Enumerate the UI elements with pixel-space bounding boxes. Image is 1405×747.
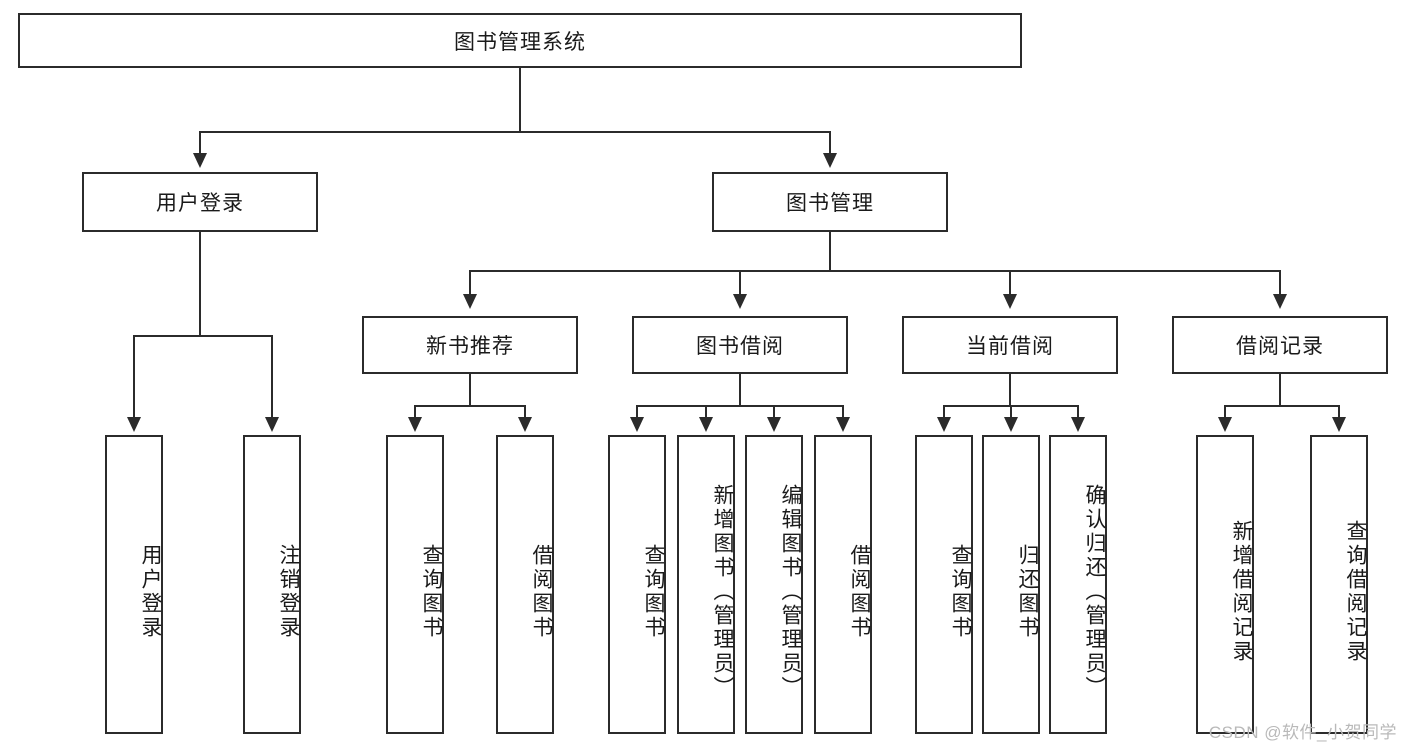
node-new-book-recommend-label: 新书推荐 (426, 335, 514, 358)
edge-book-borrow-to-leaf-3 (773, 405, 775, 419)
edge-book-borrow-to-leaf-2 (705, 405, 707, 419)
edge-current-borrow-stem (1009, 374, 1011, 405)
leaf-label: 确认归还（管理员） (1083, 483, 1106, 700)
arrow-book-borrow-to-leaf-4 (836, 417, 850, 432)
leaf-user-login-2[interactable]: 注销登录 (243, 435, 301, 734)
edge-book-manage-bus (469, 270, 1281, 272)
leaf-label: 归还图书 (1016, 543, 1039, 640)
edge-book-borrow-bus (636, 405, 844, 407)
edge-new-book-to-leaf-1 (414, 405, 416, 419)
arrow-new-book-to-leaf-1 (408, 417, 422, 432)
node-root[interactable]: 图书管理系统 (18, 13, 1022, 68)
node-new-book-recommend[interactable]: 新书推荐 (362, 316, 578, 374)
edge-book-manage-stem (829, 232, 831, 270)
leaf-label: 编辑图书（管理员） (779, 483, 802, 700)
node-book-manage-label: 图书管理 (786, 192, 874, 215)
watermark: CSDN @软件_小贺同学 (1208, 723, 1397, 742)
leaf-label: 借阅图书 (848, 543, 871, 640)
arrow-user-login-to-leaf-1 (127, 417, 141, 432)
arrow-user-login-to-leaf-2 (265, 417, 279, 432)
arrow-root-to-user-login (193, 153, 207, 168)
leaf-current-borrow-1[interactable]: 查询图书 (915, 435, 973, 734)
edge-user-login-bus (133, 335, 271, 337)
node-borrow-record[interactable]: 借阅记录 (1172, 316, 1388, 374)
edge-root-to-book-manage (829, 131, 831, 155)
node-user-login-label: 用户登录 (156, 192, 244, 215)
arrow-book-borrow-to-leaf-3 (767, 417, 781, 432)
edge-root-stem (519, 68, 521, 131)
arrow-current-borrow-to-leaf-1 (937, 417, 951, 432)
arrow-book-manage-to-record (1273, 294, 1287, 309)
leaf-book-borrow-3[interactable]: 编辑图书（管理员） (745, 435, 803, 734)
arrow-new-book-to-leaf-2 (518, 417, 532, 432)
leaf-current-borrow-2[interactable]: 归还图书 (982, 435, 1040, 734)
arrow-current-borrow-to-leaf-3 (1071, 417, 1085, 432)
edge-new-book-stem (469, 374, 471, 405)
edge-book-manage-to-borrow (739, 270, 741, 296)
node-current-borrow-label: 当前借阅 (966, 335, 1054, 358)
edge-book-manage-to-current (1009, 270, 1011, 296)
node-book-manage[interactable]: 图书管理 (712, 172, 948, 232)
leaf-borrow-record-1[interactable]: 新增借阅记录 (1196, 435, 1254, 734)
arrow-current-borrow-to-leaf-2 (1004, 417, 1018, 432)
edge-root-bus (199, 131, 831, 133)
edge-book-manage-to-record (1279, 270, 1281, 296)
edge-new-book-to-leaf-2 (524, 405, 526, 419)
edge-new-book-bus (414, 405, 526, 407)
leaf-label: 新增借阅记录 (1230, 519, 1253, 664)
leaf-label: 新增图书（管理员） (711, 483, 734, 700)
leaf-book-borrow-2[interactable]: 新增图书（管理员） (677, 435, 735, 734)
arrow-book-manage-to-current (1003, 294, 1017, 309)
leaf-book-borrow-1[interactable]: 查询图书 (608, 435, 666, 734)
edge-book-borrow-to-leaf-4 (842, 405, 844, 419)
edge-book-borrow-stem (739, 374, 741, 405)
node-book-borrow[interactable]: 图书借阅 (632, 316, 848, 374)
leaf-user-login-1[interactable]: 用户登录 (105, 435, 163, 734)
leaf-label: 查询图书 (420, 543, 443, 640)
leaf-borrow-record-2[interactable]: 查询借阅记录 (1310, 435, 1368, 734)
leaf-book-borrow-4[interactable]: 借阅图书 (814, 435, 872, 734)
leaf-new-book-recommend-2[interactable]: 借阅图书 (496, 435, 554, 734)
node-root-label: 图书管理系统 (454, 30, 586, 54)
node-user-login[interactable]: 用户登录 (82, 172, 318, 232)
arrow-book-borrow-to-leaf-2 (699, 417, 713, 432)
edge-user-login-to-leaf-2 (271, 335, 273, 419)
leaf-label: 借阅图书 (530, 543, 553, 640)
leaf-label: 查询借阅记录 (1344, 519, 1367, 664)
edge-user-login-to-leaf-1 (133, 335, 135, 419)
edge-borrow-record-stem (1279, 374, 1281, 405)
node-current-borrow[interactable]: 当前借阅 (902, 316, 1118, 374)
leaf-current-borrow-3[interactable]: 确认归还（管理员） (1049, 435, 1107, 734)
leaf-label: 用户登录 (139, 543, 162, 640)
leaf-label: 查询图书 (642, 543, 665, 640)
edge-current-borrow-to-leaf-1 (943, 405, 945, 419)
edge-borrow-record-to-leaf-1 (1224, 405, 1226, 419)
edge-book-manage-to-new-book (469, 270, 471, 296)
arrow-book-manage-to-new-book (463, 294, 477, 309)
edge-borrow-record-to-leaf-2 (1338, 405, 1340, 419)
arrow-book-borrow-to-leaf-1 (630, 417, 644, 432)
arrow-book-manage-to-borrow (733, 294, 747, 309)
edge-current-borrow-to-leaf-3 (1077, 405, 1079, 419)
node-book-borrow-label: 图书借阅 (696, 335, 784, 358)
edge-current-borrow-to-leaf-2 (1010, 405, 1012, 419)
edge-user-login-stem (199, 232, 201, 335)
arrow-borrow-record-to-leaf-1 (1218, 417, 1232, 432)
leaf-label: 注销登录 (277, 543, 300, 640)
arrow-borrow-record-to-leaf-2 (1332, 417, 1346, 432)
edge-borrow-record-bus (1224, 405, 1338, 407)
leaf-label: 查询图书 (949, 543, 972, 640)
leaf-new-book-recommend-1[interactable]: 查询图书 (386, 435, 444, 734)
node-borrow-record-label: 借阅记录 (1236, 335, 1324, 358)
arrow-root-to-book-manage (823, 153, 837, 168)
edge-root-to-user-login (199, 131, 201, 155)
edge-book-borrow-to-leaf-1 (636, 405, 638, 419)
